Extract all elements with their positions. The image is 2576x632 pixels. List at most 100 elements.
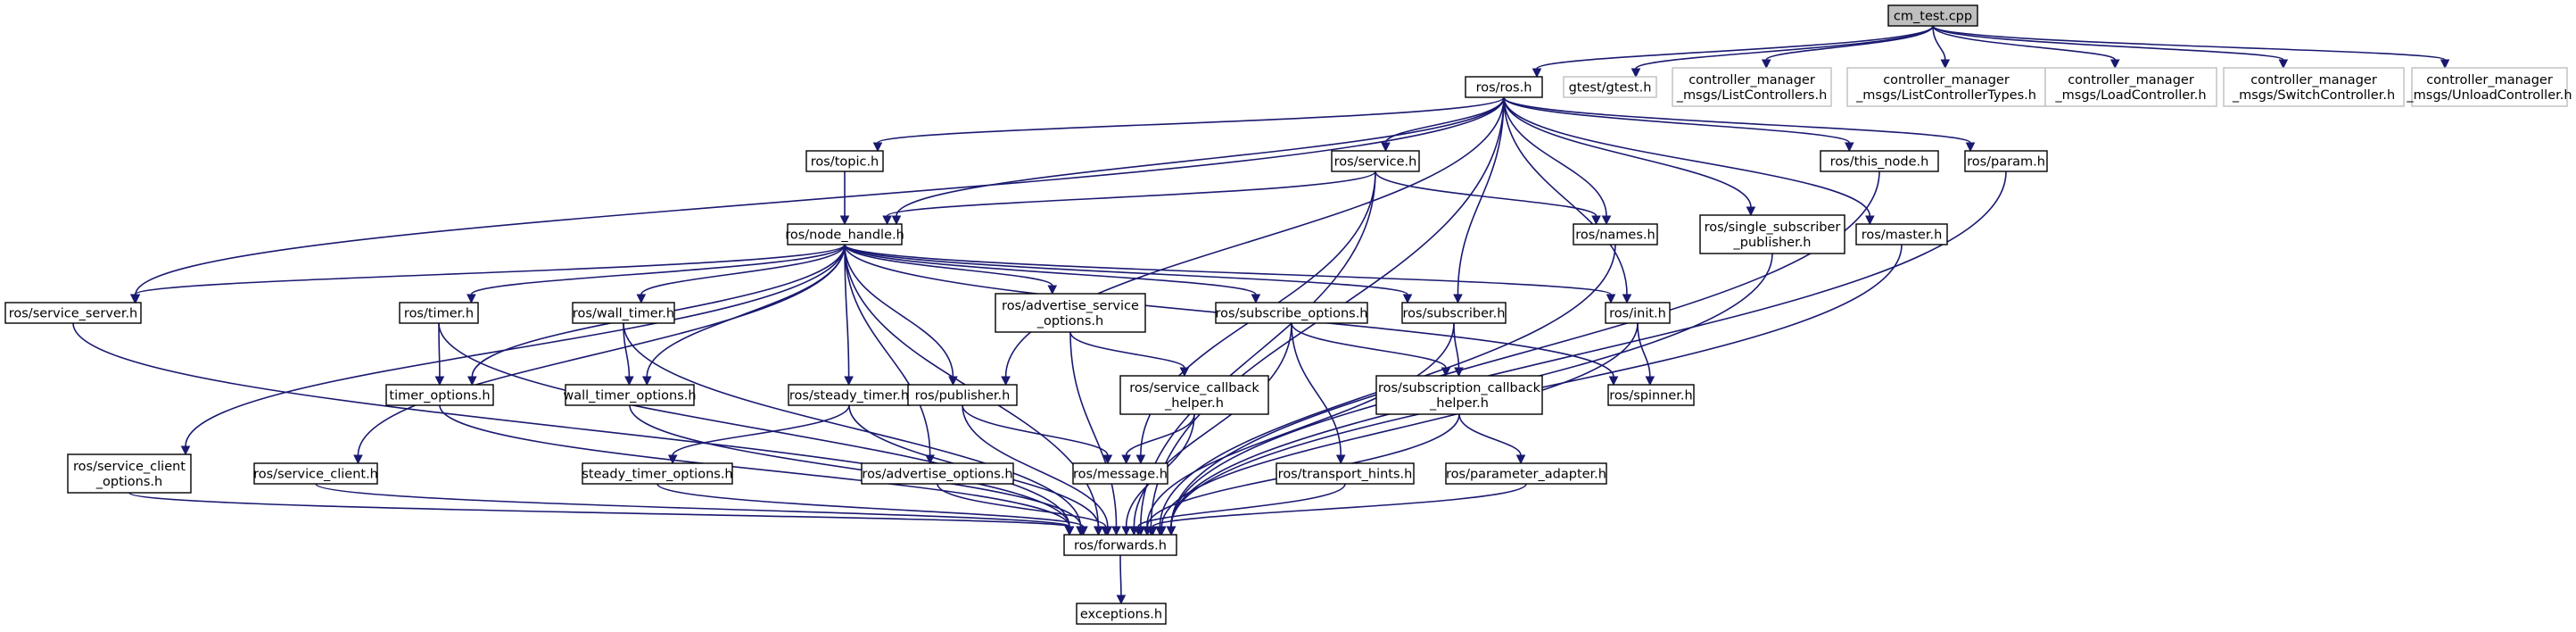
node-forwards[interactable]: ros/forwards.h (1063, 534, 1177, 556)
node-label: _msgs/ListControllers.h (1676, 88, 1828, 103)
edge-ros_ros-to-names (1503, 96, 1612, 226)
node-adv-srv-opts[interactable]: ros/advertise_service_options.h (995, 293, 1146, 333)
node-box (565, 384, 695, 406)
node-label: ros/parameter_adapter.h (1446, 468, 1606, 482)
node-single-sub-pub[interactable]: ros/single_subscriber_publisher.h (1699, 214, 1845, 254)
node-label: controller_manager (1883, 73, 2010, 87)
node-box (1215, 302, 1368, 324)
node-wall-timer-opts[interactable]: wall_timer_options.h (563, 384, 697, 406)
node-label: ros/forwards.h (1074, 539, 1167, 553)
edge-node_handle-to-publisher (844, 244, 958, 387)
node-node-handle[interactable]: ros/node_handle.h (785, 223, 904, 245)
edge-subscriber-to-subscr_cb_helper (1453, 322, 1464, 378)
node-label: ros/service_client (73, 460, 186, 474)
node-box (2044, 67, 2217, 107)
node-exceptions[interactable]: exceptions.h (1076, 603, 1167, 625)
node-steady-timer-opts[interactable]: steady_timer_options.h (582, 462, 733, 485)
edge-forwards-to-exceptions (1116, 554, 1127, 605)
node-label: ros/subscription_callback (1378, 381, 1541, 395)
edge-adv_opts-to-forwards (937, 483, 1110, 536)
edge-ros_ros-to-this_node (1503, 96, 1854, 153)
node-publisher[interactable]: ros/publisher.h (907, 384, 1018, 406)
node-label: ros/steady_timer.h (789, 389, 909, 403)
node-adv-opts[interactable]: ros/advertise_options.h (861, 462, 1014, 485)
node-cm-list[interactable]: controller_manager_msgs/ListControllers.… (1672, 67, 1832, 107)
node-cm-unload[interactable]: controller_manager_msgs/UnloadController… (2406, 67, 2572, 107)
node-message[interactable]: ros/message.h (1072, 462, 1168, 485)
node-box (582, 462, 733, 485)
edge-node_handle-to-subscriber (844, 244, 1413, 304)
node-ros-ros[interactable]: ros/ros.h (1465, 76, 1543, 98)
node-label: wall_timer_options.h (563, 389, 696, 403)
node-box (1964, 150, 2048, 172)
node-cm-listtypes[interactable]: controller_manager_msgs/ListControllerTy… (1846, 67, 2046, 107)
edge-root-to-cm_listtypes (1932, 25, 1951, 70)
node-service-server[interactable]: ros/service_server.h (4, 302, 142, 324)
node-subscriber[interactable]: ros/subscriber.h (1401, 302, 1507, 324)
node-srv-client[interactable]: ros/service_client.h (253, 462, 378, 485)
edges-layer (72, 25, 2450, 605)
node-wall-timer[interactable]: ros/wall_timer.h (572, 302, 675, 324)
edge-ros_ros-to-service (1381, 96, 1505, 153)
node-box (1072, 462, 1168, 485)
node-root[interactable]: cm_test.cpp (1887, 4, 1978, 27)
node-box (572, 302, 675, 324)
edge-node_handle-to-adv_opts (844, 244, 935, 465)
node-box (805, 150, 884, 172)
node-label: timer_options.h (389, 389, 490, 403)
node-box (1465, 76, 1543, 98)
node-sub-opts[interactable]: ros/subscribe_options.h (1215, 302, 1368, 324)
edge-topic-to-node_handle (839, 171, 850, 226)
node-service[interactable]: ros/service.h (1331, 150, 1420, 172)
node-spinner[interactable]: ros/spinner.h (1607, 384, 1695, 406)
node-transport-hints[interactable]: ros/transport_hints.h (1276, 462, 1415, 485)
node-box (787, 223, 903, 245)
node-cm-switch[interactable]: controller_manager_msgs/SwitchController… (2223, 67, 2405, 107)
node-label: gtest/gtest.h (1569, 81, 1652, 96)
node-init[interactable]: ros/init.h (1605, 302, 1671, 324)
node-box (2411, 67, 2568, 107)
edge-root-to-cm_unload (1932, 25, 2450, 70)
node-label: steady_timer_options.h (582, 468, 732, 482)
node-label: _msgs/SwitchController.h (2232, 88, 2395, 103)
edge-steady_timer_opts-to-forwards (656, 483, 1088, 536)
node-steady-timer[interactable]: ros/steady_timer.h (788, 384, 911, 406)
node-master[interactable]: ros/master.h (1855, 223, 1948, 245)
node-this-node[interactable]: ros/this_node.h (1820, 150, 1939, 172)
edge-node_handle-to-service_server (129, 244, 846, 304)
edge-root-to-gtest (1631, 25, 1934, 79)
node-param-adapter[interactable]: ros/parameter_adapter.h (1445, 462, 1607, 485)
node-srv-client-opts[interactable]: ros/service_client_options.h (67, 453, 192, 494)
node-label: _msgs/ListControllerTypes.h (1855, 88, 2036, 103)
edge-sub_opts-to-subscr_cb_helper (1291, 322, 1451, 378)
edge-timer-to-timer_opts (434, 322, 445, 387)
node-label: ros/spinner.h (1609, 389, 1692, 403)
nodes-layer: cm_test.cpp ros/ros.h gtest/gtest.h control… (4, 4, 2572, 625)
edge-node_handle-to-srv_client_opts (180, 244, 846, 456)
edge-node_handle-to-timer (466, 244, 846, 304)
node-label: ros/advertise_options.h (862, 468, 1012, 482)
edge-ros_ros-to-master (1503, 96, 1875, 226)
node-box (1605, 302, 1671, 324)
node-srv-cb-helper[interactable]: ros/service_callback_helper.h (1119, 375, 1269, 415)
node-label: ros/master.h (1862, 229, 1943, 243)
edge-node_handle-to-wall_timer_opts (641, 244, 846, 387)
node-label: ros/names.h (1575, 229, 1655, 243)
node-box (1699, 214, 1845, 254)
node-label: ros/service.h (1334, 155, 1417, 170)
node-timer-opts[interactable]: timer_options.h (385, 384, 494, 406)
node-cm-load[interactable]: controller_manager_msgs/LoadController.h (2044, 67, 2217, 107)
node-topic[interactable]: ros/topic.h (805, 150, 884, 172)
edge-root-to-ros_ros (1532, 25, 1934, 79)
node-names[interactable]: ros/names.h (1573, 223, 1658, 245)
node-box (399, 302, 479, 324)
edge-adv_srv_opts-to-forwards (1069, 331, 1121, 536)
edge-node_handle-to-adv_srv_opts (844, 244, 1058, 295)
node-timer[interactable]: ros/timer.h (399, 302, 479, 324)
node-subscr-cb-helper[interactable]: ros/subscription_callback_helper.h (1375, 375, 1543, 415)
node-label: ros/topic.h (811, 155, 879, 170)
node-param[interactable]: ros/param.h (1964, 150, 2048, 172)
node-box (907, 384, 1018, 406)
node-box (2223, 67, 2405, 107)
node-gtest[interactable]: gtest/gtest.h (1563, 76, 1657, 98)
